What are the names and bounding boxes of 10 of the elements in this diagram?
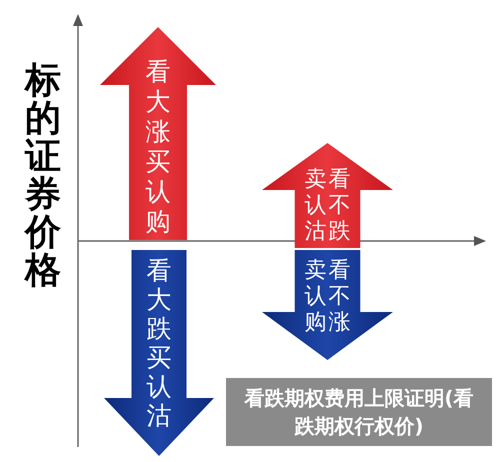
arrow-label: 看大涨买认购 xyxy=(144,57,172,237)
up-arrow xyxy=(100,27,216,240)
down-arrow xyxy=(262,250,393,360)
arrow-label: 看大跌买认沽 xyxy=(146,256,172,430)
axis-label: 标的证券价格 xyxy=(23,62,62,290)
title-banner: 看跌期权费用上限证明(看跌期权行权价) xyxy=(226,378,492,446)
arrow-label: 看不涨卖认购 xyxy=(304,258,352,336)
up-arrow xyxy=(262,143,393,248)
down-arrow xyxy=(104,250,214,456)
arrow-label: 看不跌卖认沽 xyxy=(304,167,352,245)
